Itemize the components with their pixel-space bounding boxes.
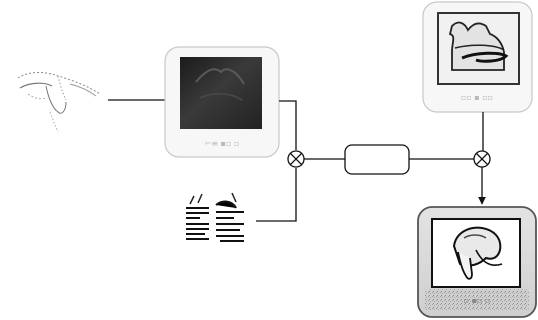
combine-1-operator <box>288 151 304 167</box>
output-card-caption: ▫ ▪▫ ▫ <box>464 296 491 305</box>
output-card: ▫ ▪▫ ▫ <box>418 207 536 317</box>
line-texture-to-combine1 <box>256 168 296 221</box>
line-card-to-combine1 <box>279 101 296 150</box>
empty-box <box>345 145 409 174</box>
sketch-input <box>18 73 100 133</box>
texture-input <box>185 193 244 241</box>
top-card-caption: ▫▫ ▪ ▫▫ <box>461 93 493 102</box>
texture-patch-left <box>185 194 211 241</box>
dark-card-caption: ⌐≡ ▪▫ ▫ <box>205 139 240 148</box>
top-card: ▫▫ ▪ ▫▫ <box>423 2 532 112</box>
dark-image-card: ⌐≡ ▪▫ ▫ <box>165 47 279 157</box>
combine-2-operator <box>474 151 490 167</box>
texture-patch-right <box>216 193 244 241</box>
